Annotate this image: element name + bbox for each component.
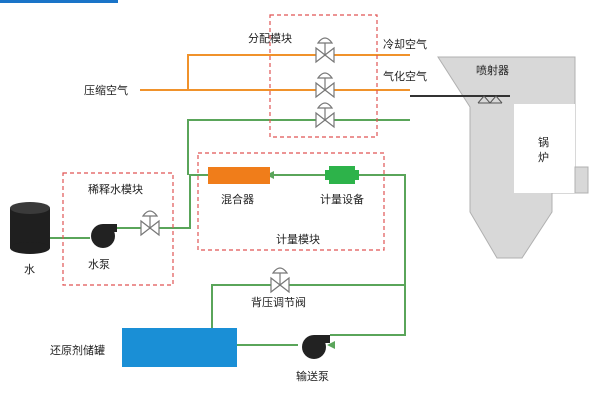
atomizing-air-valve-icon[interactable] [315,72,335,98]
boiler-label-1: 锅 [538,136,549,149]
metering-equipment-block[interactable] [325,166,359,184]
cooling-air-label: 冷却空气 [383,37,427,51]
atomizing-air-label: 气化空气 [383,69,427,83]
mixer-block[interactable] [208,167,270,184]
distribution-module-label: 分配模块 [248,32,292,45]
back-pressure-valve-label: 背压调节阀 [251,295,306,309]
sprayer-label: 喷射器 [476,63,509,77]
top-accent-bar [0,0,118,3]
water-tank-icon [10,202,50,254]
boiler-notch [514,104,575,193]
spray-nozzle-icon [477,95,503,104]
mixer-label: 混合器 [221,192,254,206]
reductant-tank-label: 还原剂储罐 [50,343,105,357]
water-label: 水 [24,263,35,276]
metering-module-box [197,152,385,251]
reductant-tank-block[interactable] [122,328,237,367]
compressed-air-pipes [140,54,410,91]
dilution-module-label: 稀释水模块 [88,183,143,196]
metering-module-label: 计量模块 [276,233,320,246]
back-pressure-valve-icon[interactable] [270,267,290,293]
flow-arrow-to-pump [327,341,335,349]
cooling-air-valve-icon[interactable] [315,37,335,63]
boiler-outlet [574,166,589,194]
reagent-valve-icon[interactable] [315,102,335,128]
metering-equipment-label: 计量设备 [320,192,364,206]
dilution-module-box [62,172,174,286]
distribution-module-box [269,14,378,138]
transfer-pump-icon[interactable] [302,335,330,359]
boiler-label-2: 炉 [538,151,549,164]
water-pump-label: 水泵 [88,258,110,271]
transfer-pump-label: 输送泵 [296,369,329,383]
water-pump-icon[interactable] [91,224,117,248]
dilution-valve-icon[interactable] [140,210,160,236]
compressed-air-label: 压缩空气 [84,83,128,97]
